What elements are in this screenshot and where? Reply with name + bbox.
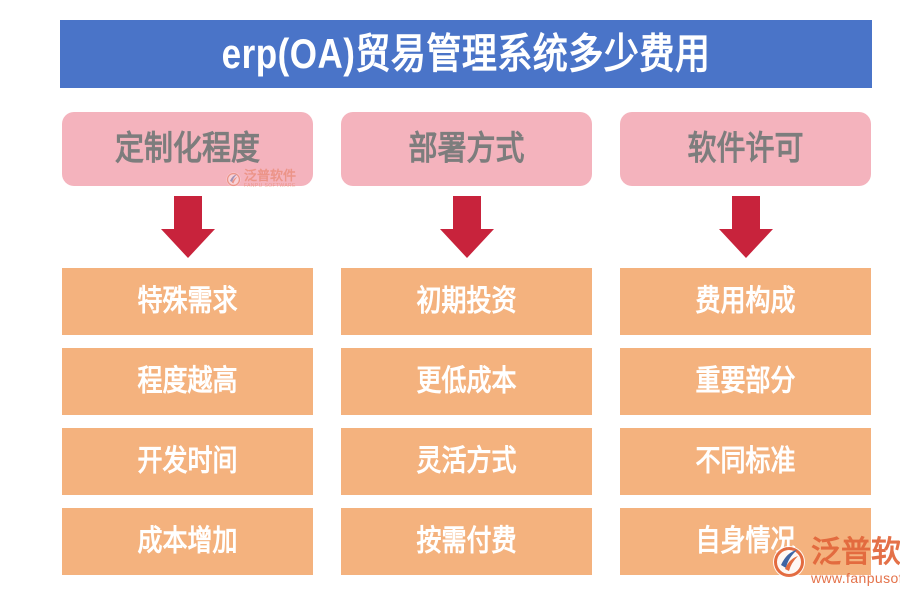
list-item-label: 初期投资 xyxy=(416,284,517,318)
list-item-label: 费用构成 xyxy=(695,284,796,318)
list-item-label: 特殊需求 xyxy=(137,284,238,318)
column-items-list: 特殊需求 程度越高 开发时间 成本增加 xyxy=(62,268,313,575)
column-items-list: 初期投资 更低成本 灵活方式 按需付费 xyxy=(341,268,592,575)
list-item[interactable]: 初期投资 xyxy=(341,268,592,335)
list-item[interactable]: 灵活方式 xyxy=(341,428,592,495)
list-item[interactable]: 不同标准 xyxy=(620,428,871,495)
list-item[interactable]: 重要部分 xyxy=(620,348,871,415)
list-item-label: 不同标准 xyxy=(695,444,796,478)
column-header-label: 软件许可 xyxy=(687,130,804,167)
list-item-label: 开发时间 xyxy=(137,444,238,478)
arrow-down-glyph xyxy=(439,196,494,258)
column-header-box: 部署方式 xyxy=(341,112,592,186)
column-header-box: 定制化程度 xyxy=(62,112,313,186)
list-item[interactable]: 费用构成 xyxy=(620,268,871,335)
arrow-down-glyph xyxy=(718,196,773,258)
column-customization: 定制化程度 特殊需求 程度越高 开发时间 成本增加 xyxy=(62,112,313,588)
list-item-label: 成本增加 xyxy=(137,524,238,558)
list-item[interactable]: 程度越高 xyxy=(62,348,313,415)
column-header-box: 软件许可 xyxy=(620,112,871,186)
list-item-label: 程度越高 xyxy=(137,364,238,398)
arrow-down-glyph xyxy=(160,196,215,258)
list-item[interactable]: 成本增加 xyxy=(62,508,313,575)
list-item[interactable]: 按需付费 xyxy=(341,508,592,575)
list-item[interactable]: 更低成本 xyxy=(341,348,592,415)
column-deployment: 部署方式 初期投资 更低成本 灵活方式 按需付费 xyxy=(341,112,592,588)
list-item-label: 按需付费 xyxy=(416,524,517,558)
list-item[interactable]: 开发时间 xyxy=(62,428,313,495)
title-bar: erp(OA)贸易管理系统多少费用 xyxy=(60,20,872,88)
list-item[interactable]: 自身情况 xyxy=(620,508,871,575)
arrow-down-icon xyxy=(341,186,592,268)
list-item-label: 自身情况 xyxy=(695,524,796,558)
page-title: erp(OA)贸易管理系统多少费用 xyxy=(221,30,711,78)
list-item-label: 灵活方式 xyxy=(416,444,517,478)
arrow-down-icon xyxy=(620,186,871,268)
arrow-down-icon xyxy=(62,186,313,268)
list-item-label: 更低成本 xyxy=(416,364,517,398)
column-license: 软件许可 费用构成 重要部分 不同标准 自身情况 xyxy=(620,112,871,588)
column-header-label: 部署方式 xyxy=(408,130,525,167)
list-item[interactable]: 特殊需求 xyxy=(62,268,313,335)
column-header-label: 定制化程度 xyxy=(114,130,260,167)
list-item-label: 重要部分 xyxy=(695,364,796,398)
column-items-list: 费用构成 重要部分 不同标准 自身情况 xyxy=(620,268,871,575)
